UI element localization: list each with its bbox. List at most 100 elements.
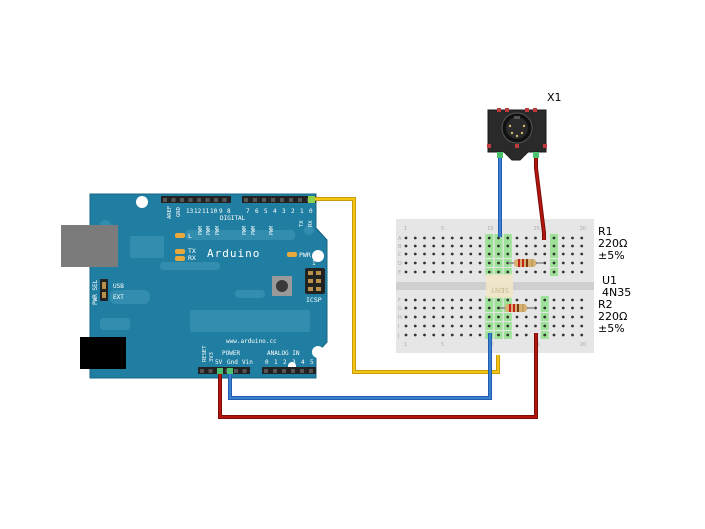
breadboard-hole[interactable] [487,252,491,256]
breadboard-hole[interactable] [469,270,473,274]
header-pin[interactable] [300,369,304,373]
breadboard-hole[interactable] [580,261,584,265]
breadboard-hole[interactable] [441,236,445,240]
breadboard-hole[interactable] [552,270,556,274]
breadboard-hole[interactable] [487,270,491,274]
breadboard-hole[interactable] [515,324,519,328]
breadboard-hole[interactable] [460,261,463,265]
breadboard-hole[interactable] [561,244,565,248]
breadboard-hole[interactable] [478,298,482,302]
breadboard-hole[interactable] [543,324,547,328]
breadboard-hole[interactable] [561,270,565,274]
breadboard-hole[interactable] [404,333,408,337]
analog-header[interactable] [262,367,316,374]
breadboard-hole[interactable] [413,244,417,248]
breadboard-hole[interactable] [497,261,500,265]
breadboard-hole[interactable] [478,252,482,256]
header-pin[interactable] [180,198,184,202]
breadboard-hole[interactable] [404,236,408,240]
resistor-r2[interactable] [500,304,535,312]
breadboard-hole[interactable] [413,252,417,256]
breadboard-hole[interactable] [506,333,510,337]
breadboard-hole[interactable] [469,261,473,265]
resistor-r1[interactable] [508,259,543,267]
breadboard-hole[interactable] [506,324,510,328]
breadboard-hole[interactable] [552,236,556,240]
breadboard-hole[interactable] [487,324,491,328]
breadboard-hole[interactable] [515,333,519,337]
breadboard-hole[interactable] [423,236,426,240]
breadboard-hole[interactable] [487,306,491,310]
breadboard-hole[interactable] [552,252,556,256]
breadboard-hole[interactable] [580,270,584,274]
breadboard-hole[interactable] [404,315,408,319]
arduino-board[interactable]: 1 ICSP L TX RX PWR Arduino www.arduino.c… [61,193,328,379]
header-pin[interactable] [188,198,193,202]
breadboard-hole[interactable] [552,298,556,302]
breadboard-hole[interactable] [413,298,417,302]
header-pin[interactable] [163,198,167,202]
breadboard-hole[interactable] [441,261,445,265]
header-pin[interactable] [214,198,218,202]
breadboard-hole[interactable] [487,261,491,265]
breadboard-hole[interactable] [478,270,482,274]
breadboard-hole[interactable] [460,244,463,248]
power-header[interactable] [198,367,250,374]
breadboard-hole[interactable] [423,333,426,337]
breadboard-hole[interactable] [450,244,454,248]
breadboard-hole[interactable] [404,261,408,265]
breadboard-hole[interactable] [423,298,426,302]
breadboard-hole[interactable] [441,333,445,337]
breadboard-hole[interactable] [497,270,500,274]
midi-connector-x1[interactable] [487,108,547,161]
breadboard-hole[interactable] [432,306,436,310]
breadboard-hole[interactable] [543,244,547,248]
breadboard-hole[interactable] [571,306,574,310]
header-pin[interactable] [271,198,275,202]
header-pin[interactable] [200,369,204,373]
breadboard-hole[interactable] [524,236,528,240]
digital-header-left[interactable] [161,196,231,203]
breadboard-hole[interactable] [441,244,445,248]
breadboard-hole[interactable] [450,252,454,256]
breadboard-hole[interactable] [469,324,473,328]
breadboard-hole[interactable] [432,270,436,274]
header-pin[interactable] [291,369,295,373]
breadboard-hole[interactable] [450,261,454,265]
header-pin[interactable] [197,198,201,202]
breadboard-hole[interactable] [524,315,528,319]
header-pin[interactable] [222,198,227,202]
breadboard-hole[interactable] [469,298,473,302]
header-pin[interactable] [282,369,286,373]
breadboard-hole[interactable] [487,315,491,319]
breadboard-hole[interactable] [543,306,547,310]
breadboard-hole[interactable] [506,236,510,240]
breadboard-hole[interactable] [441,306,445,310]
breadboard-hole[interactable] [413,261,417,265]
breadboard-hole[interactable] [478,333,482,337]
breadboard-hole[interactable] [543,270,547,274]
breadboard-hole[interactable] [450,306,454,310]
breadboard-hole[interactable] [497,252,500,256]
breadboard-hole[interactable] [441,298,445,302]
breadboard-hole[interactable] [561,236,565,240]
breadboard-hole[interactable] [487,298,491,302]
breadboard-hole[interactable] [460,252,463,256]
breadboard-hole[interactable] [460,306,463,310]
breadboard-hole[interactable] [561,324,565,328]
breadboard-hole[interactable] [534,315,537,319]
breadboard-hole[interactable] [515,298,519,302]
breadboard-hole[interactable] [561,252,565,256]
breadboard-hole[interactable] [543,261,547,265]
optocoupler-4n35[interactable]: SENY [486,274,513,298]
breadboard-hole[interactable] [497,324,500,328]
breadboard-hole[interactable] [432,324,436,328]
breadboard-hole[interactable] [506,270,510,274]
breadboard-hole[interactable] [432,315,436,319]
breadboard-hole[interactable] [404,244,408,248]
breadboard-hole[interactable] [413,236,417,240]
digital-header-right[interactable] [242,196,316,203]
breadboard-hole[interactable] [543,315,547,319]
breadboard-hole[interactable] [460,315,463,319]
header-pin[interactable] [262,198,266,202]
